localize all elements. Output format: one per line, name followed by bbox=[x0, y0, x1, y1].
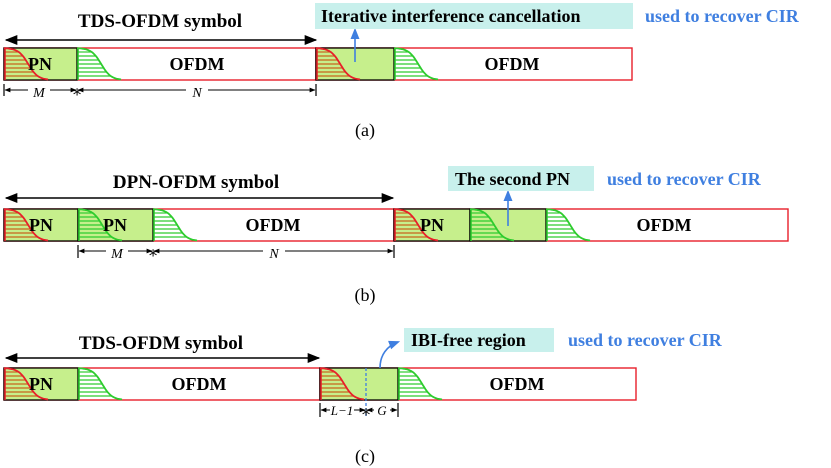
tail-curve bbox=[3, 367, 49, 401]
symbol-label: TDS-OFDM symbol bbox=[79, 333, 243, 354]
callout-arrow bbox=[379, 340, 401, 369]
pn-red-tail-1 bbox=[3, 367, 49, 401]
note-text: used to recover CIR bbox=[568, 330, 723, 350]
dim-label-bg bbox=[106, 245, 128, 259]
ofdm-green-tail-1 bbox=[76, 47, 122, 81]
ofdm-label: OFDM bbox=[485, 54, 540, 74]
dim-label-m: M bbox=[32, 86, 46, 101]
dim-label-bg bbox=[330, 403, 354, 417]
panel-caption: (c) bbox=[355, 446, 375, 467]
callout-box bbox=[448, 166, 594, 191]
dim-star: ∗ bbox=[361, 404, 372, 421]
note-text: used to recover CIR bbox=[607, 169, 762, 189]
pn-red-tail-2 bbox=[315, 47, 361, 81]
pn-label: PN bbox=[420, 215, 444, 235]
callout-text: Iterative interference cancellation bbox=[321, 6, 581, 26]
dim-label-bg bbox=[28, 84, 50, 98]
symbol-label: TDS-OFDM symbol bbox=[78, 11, 242, 32]
dim-label-bg bbox=[374, 403, 390, 417]
tail-curve bbox=[77, 367, 123, 401]
pn-label: PN bbox=[28, 54, 52, 74]
tail-curve bbox=[315, 47, 361, 81]
panel-caption: (b) bbox=[355, 285, 376, 306]
ofdm-green-tail-1 bbox=[77, 367, 123, 401]
tail-curve bbox=[77, 208, 123, 242]
symbol-label: DPN-OFDM symbol bbox=[113, 172, 279, 193]
ofdm-label: OFDM bbox=[637, 215, 692, 235]
ofdm-label: OFDM bbox=[170, 54, 225, 74]
dim-label-bg bbox=[263, 245, 285, 259]
ofdm-label: OFDM bbox=[490, 374, 545, 394]
ofdm-green-tail-2 bbox=[393, 47, 439, 81]
tail-curve bbox=[397, 367, 443, 401]
tail-curve bbox=[319, 367, 365, 401]
panel-b: DPN-OFDM symbol PN PN OFDM PN OFDM The s… bbox=[3, 166, 789, 306]
tail-curve bbox=[76, 47, 122, 81]
panel-a: TDS-OFDM symbol PN OFDM OFDM Iterative i… bbox=[3, 3, 800, 141]
ofdm-label: OFDM bbox=[246, 215, 301, 235]
tail-curve bbox=[152, 208, 198, 242]
pn-red-tail-2 bbox=[393, 208, 439, 242]
pn-red-tail-1 bbox=[3, 47, 49, 81]
panel-c: TDS-OFDM symbol PN OFDM OFDM IBI-free re… bbox=[3, 328, 723, 467]
pn-green-tail-1 bbox=[77, 208, 123, 242]
pn-label: PN bbox=[29, 215, 53, 235]
pn-red-tail-2 bbox=[319, 367, 365, 401]
pn-label: PN bbox=[103, 215, 127, 235]
pn-guard-1b bbox=[77, 208, 154, 242]
tail-curve bbox=[3, 208, 49, 242]
ofdm-green-tail-1 bbox=[152, 208, 198, 242]
callout-box bbox=[315, 3, 633, 29]
ofdm-label: OFDM bbox=[172, 374, 227, 394]
callout-text: The second PN bbox=[455, 169, 570, 189]
dim-star: ∗ bbox=[72, 84, 83, 101]
tail-curve bbox=[393, 47, 439, 81]
pn-label: PN bbox=[29, 374, 53, 394]
dim-label-n: N bbox=[268, 247, 279, 262]
pn-red-tail-1 bbox=[3, 208, 49, 242]
note-text: used to recover CIR bbox=[645, 6, 800, 26]
ofdm-green-tail-2 bbox=[545, 208, 591, 242]
ofdm-green-tail-2 bbox=[397, 367, 443, 401]
dim-label-bg bbox=[186, 84, 208, 98]
callout-text: IBI-free region bbox=[411, 330, 526, 350]
tail-curve bbox=[393, 208, 439, 242]
callout-box bbox=[404, 328, 554, 352]
panel-caption: (a) bbox=[355, 120, 375, 141]
tail-curve bbox=[545, 208, 591, 242]
dim-label-n: N bbox=[191, 86, 202, 101]
tail-curve bbox=[3, 47, 49, 81]
pn-green-tail-2 bbox=[469, 208, 515, 242]
tail-curve bbox=[469, 208, 515, 242]
dim-star: ∗ bbox=[148, 245, 159, 262]
dim-label-l: L−1 bbox=[330, 403, 354, 418]
dim-label-m: M bbox=[110, 247, 124, 262]
dim-label-g: G bbox=[377, 403, 387, 418]
